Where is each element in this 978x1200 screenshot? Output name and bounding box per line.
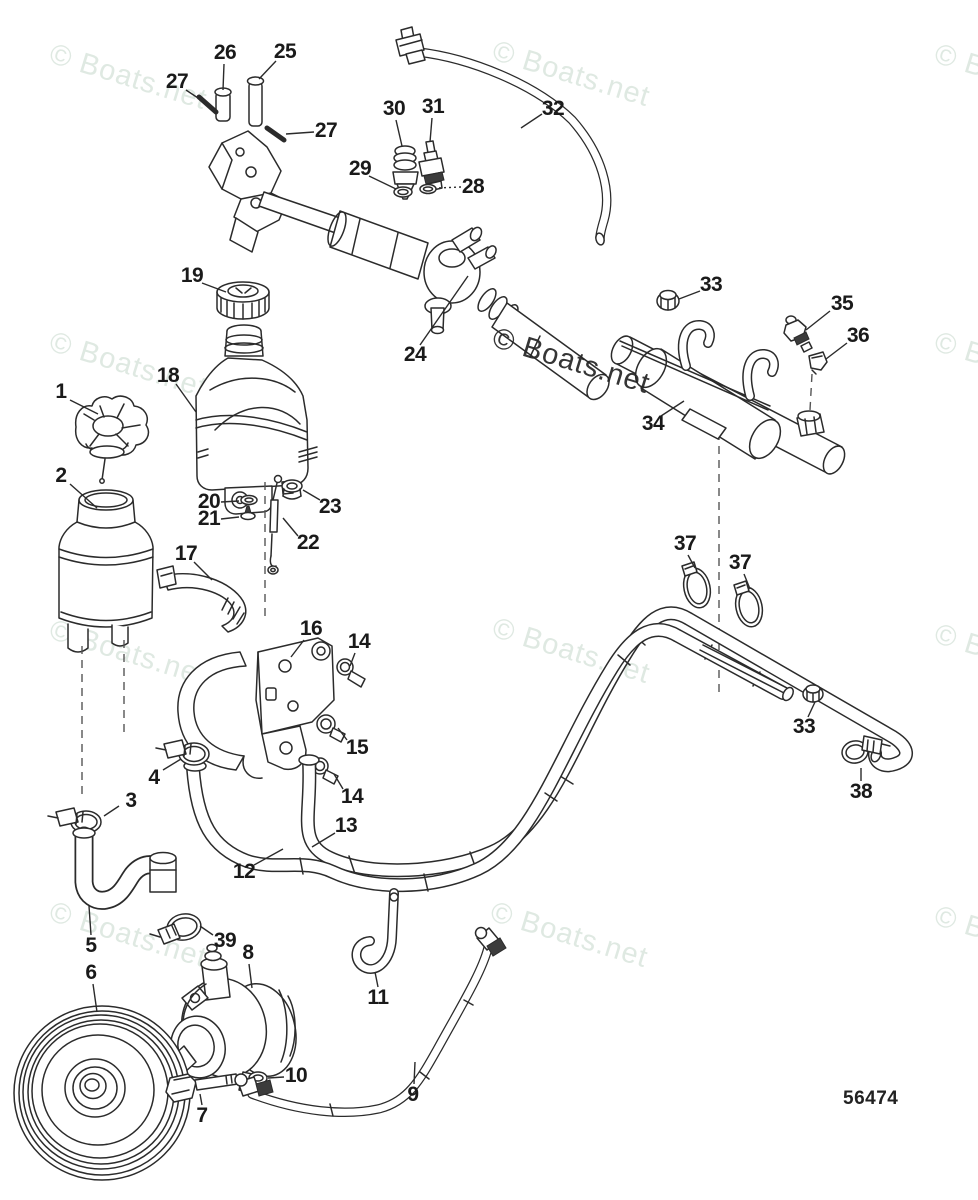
callout-34: 34 — [641, 412, 665, 435]
callout-24: 24 — [403, 343, 427, 366]
callout-28: 28 — [461, 175, 485, 198]
callout-2: 2 — [55, 464, 67, 487]
callout-6: 6 — [85, 961, 97, 984]
part-plug-36 — [808, 351, 828, 375]
part-bolt-7 — [165, 1073, 239, 1103]
callout-38: 38 — [849, 780, 873, 803]
part-screw-21 — [240, 505, 256, 521]
callout-37: 37 — [673, 532, 697, 555]
part-clamp-4 — [155, 739, 210, 766]
callout-8: 8 — [242, 941, 254, 964]
callout-36: 36 — [846, 324, 870, 347]
part-clamp-11 — [351, 888, 399, 974]
callout-31: 31 — [421, 95, 445, 118]
callout-5: 5 — [85, 934, 97, 957]
part-bolt-15 — [316, 714, 346, 743]
part-nut-33-lower — [802, 684, 824, 703]
part-fitting-35 — [783, 315, 813, 353]
part-bolt-14-upper — [336, 658, 366, 688]
part-reservoir-2 — [58, 489, 154, 653]
callout-3: 3 — [125, 789, 137, 812]
part-bracket-16 — [177, 637, 335, 779]
callout-30: 30 — [382, 97, 406, 120]
callout-19: 19 — [180, 264, 204, 287]
callout-25: 25 — [273, 40, 297, 63]
part-dipstick-22 — [267, 474, 283, 575]
callout-14: 14 — [340, 785, 364, 808]
callout-12: 12 — [232, 860, 256, 883]
part-fitting-31 — [418, 140, 445, 192]
callout-33: 33 — [699, 273, 723, 296]
part-grommet-23 — [281, 479, 303, 500]
part-hose-32 — [395, 26, 612, 246]
part-pin-26 — [214, 87, 232, 122]
callout-27: 27 — [165, 70, 189, 93]
callout-29: 29 — [348, 157, 372, 180]
callout-23: 23 — [318, 495, 342, 518]
callout-22: 22 — [296, 531, 320, 554]
part-clamp-39 — [149, 913, 202, 945]
part-cap-1 — [74, 395, 150, 484]
part-hose-9 — [234, 926, 507, 1117]
part-oring-28 — [419, 183, 437, 195]
callout-37: 37 — [728, 551, 752, 574]
callout-10: 10 — [284, 1064, 308, 1087]
part-clamp-38 — [841, 735, 891, 764]
callout-14: 14 — [347, 630, 371, 653]
callout-4: 4 — [148, 766, 160, 789]
part-hose-5 — [72, 826, 177, 910]
part-clamp-3 — [47, 807, 102, 834]
callout-9: 9 — [407, 1083, 419, 1106]
callout-35: 35 — [830, 292, 854, 315]
part-clamp-37-right — [733, 580, 764, 628]
diagram-number: 56474 — [843, 1088, 899, 1109]
part-pin-25 — [246, 76, 265, 127]
callout-32: 32 — [541, 97, 565, 120]
part-nut-33-upper — [656, 289, 680, 311]
part-hose-13 — [298, 606, 913, 878]
callout-18: 18 — [156, 364, 180, 387]
callout-26: 26 — [213, 41, 237, 64]
part-clamp-37-left — [681, 561, 712, 609]
callout-20: 20 — [197, 490, 221, 513]
callout-39: 39 — [213, 929, 237, 952]
callout-7: 7 — [196, 1104, 208, 1127]
part-roll-pins-27 — [196, 94, 287, 143]
callout-27: 27 — [314, 119, 338, 142]
callout-16: 16 — [299, 617, 323, 640]
part-washer-20 — [240, 494, 258, 506]
part-pulley-6 — [13, 1005, 191, 1181]
part-strap-17 — [156, 565, 247, 633]
part-oring-29 — [393, 186, 413, 198]
callout-33: 33 — [792, 715, 816, 738]
callout-13: 13 — [334, 814, 358, 837]
callout-15: 15 — [345, 736, 369, 759]
part-tube-34 — [610, 320, 846, 475]
callout-17: 17 — [174, 542, 198, 565]
callout-1: 1 — [55, 380, 67, 403]
callout-11: 11 — [367, 986, 389, 1009]
callout-21: 21 — [197, 507, 221, 530]
part-hose-12 — [183, 623, 794, 893]
part-cap-19 — [216, 281, 270, 320]
